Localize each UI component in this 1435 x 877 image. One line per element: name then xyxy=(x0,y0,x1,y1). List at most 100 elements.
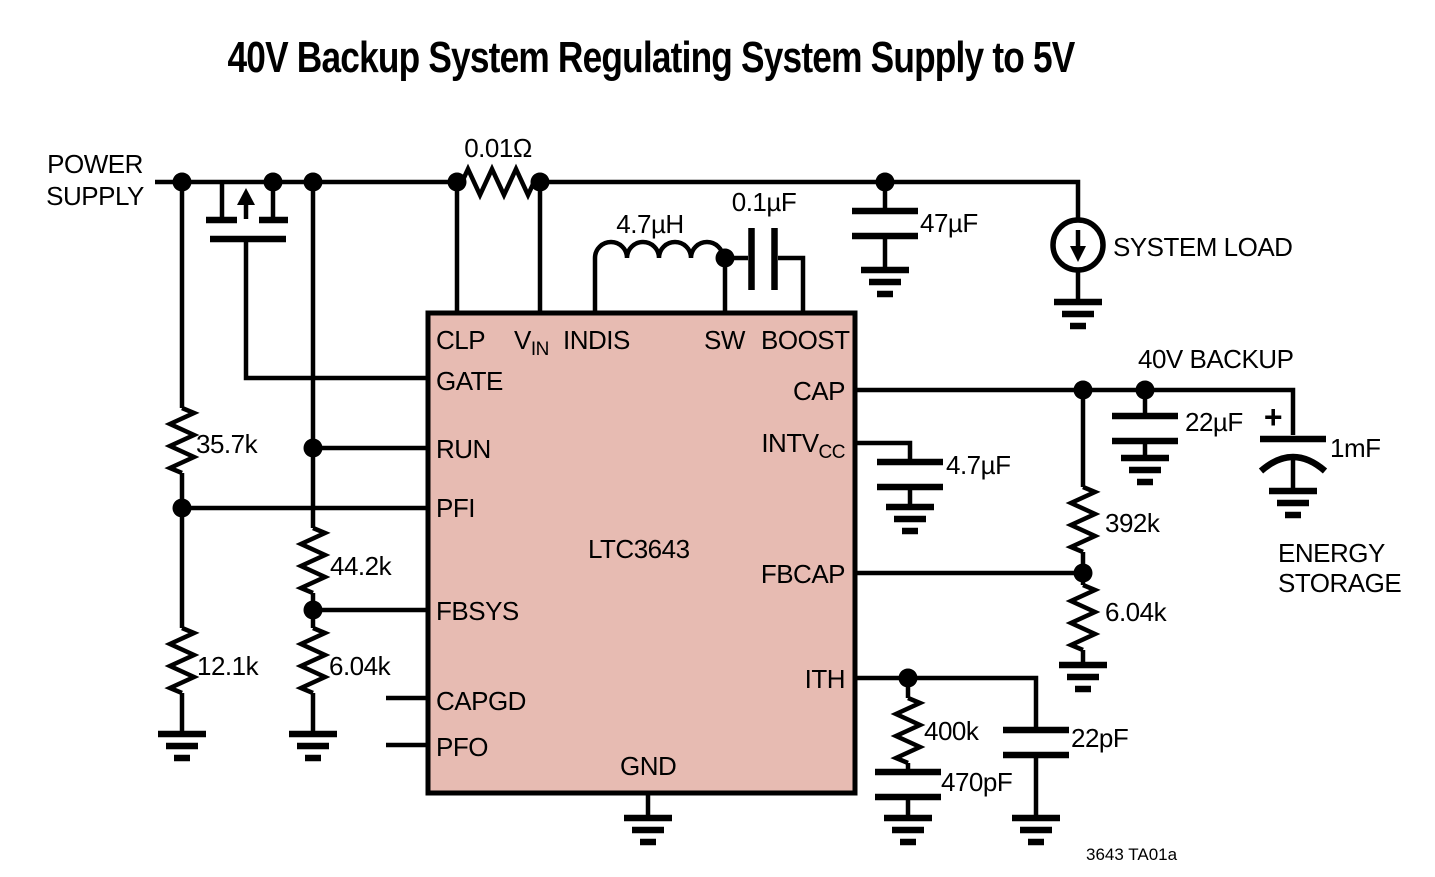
ground-ith-cap xyxy=(1012,818,1060,842)
resistor-6k04-right-zigzag xyxy=(1071,585,1095,650)
ic-pin-ith: ITH xyxy=(805,664,845,694)
resistor-35k7: 35.7k xyxy=(170,408,259,473)
backup-cap-label: 22µF xyxy=(1185,407,1243,437)
ic-pin-pfi: PFI xyxy=(436,493,475,523)
inductor: 4.7µH xyxy=(592,209,726,261)
junction-dot xyxy=(715,248,735,268)
ic-pin-fbcap: FBCAP xyxy=(761,559,845,589)
wire-intvcc xyxy=(855,440,913,462)
sense-resistor: 0.01Ω xyxy=(459,133,537,201)
intvcc-cap-label: 4.7µF xyxy=(946,450,1011,480)
ic-pin-vin-main: V xyxy=(514,325,532,355)
backup-cap-symbol xyxy=(1112,416,1178,441)
fet-body-arrow-head xyxy=(237,188,255,205)
ground-fbsys-divider xyxy=(289,734,337,758)
junction-dot xyxy=(303,438,323,458)
resistor-12k1-label: 12.1k xyxy=(197,651,260,681)
figure-id: 3643 TA01a xyxy=(1086,845,1178,864)
resistor-6k04-right: 6.04k xyxy=(1071,585,1168,650)
resistor-44k2: 44.2k xyxy=(301,528,393,593)
ic-pin-sw: SW xyxy=(704,325,746,355)
resistor-400k: 400k xyxy=(896,698,980,763)
junction-dot xyxy=(1135,380,1155,400)
ground-intvcc-cap xyxy=(886,507,934,531)
junction-dot xyxy=(172,498,192,518)
ic-pin-vin: VIN xyxy=(514,325,549,360)
boost-cap-label: 0.1µF xyxy=(732,187,797,217)
junction-dot xyxy=(172,172,192,192)
resistor-400k-zigzag xyxy=(896,698,920,763)
ground-system-cap xyxy=(861,270,909,294)
resistor-12k1: 12.1k xyxy=(170,628,260,693)
ith-cap-470p-symbol xyxy=(875,772,941,797)
intvcc-cap-symbol xyxy=(877,462,943,487)
ic-pin-cap: CAP xyxy=(793,376,845,406)
ic-pin-run: RUN xyxy=(436,434,491,464)
ic-pin-capgd: CAPGD xyxy=(436,686,526,716)
ic-pin-vin-sub: IN xyxy=(531,339,549,360)
system-cap-label: 47µF xyxy=(920,208,978,238)
energy-storage-line1: ENERGY xyxy=(1278,538,1385,568)
system-cap-symbol xyxy=(852,211,918,236)
junction-dot xyxy=(1073,380,1093,400)
resistor-6k04-left: 6.04k xyxy=(301,628,392,693)
resistor-6k04-right-label: 6.04k xyxy=(1105,597,1168,627)
ic-name: LTC3643 xyxy=(588,534,690,564)
sense-resistor-zigzag xyxy=(459,163,537,201)
ic-pin-fbsys: FBSYS xyxy=(436,596,519,626)
power-supply-line1: POWER xyxy=(47,149,143,179)
wires xyxy=(155,179,1296,818)
junction-dot xyxy=(898,668,918,688)
resistor-35k7-label: 35.7k xyxy=(196,429,259,459)
ic-ltc3643: CLP VIN INDIS SW BOOST GATE RUN PFI FBSY… xyxy=(425,310,858,796)
backup-rail-label: 40V BACKUP xyxy=(1138,344,1293,374)
ic-pin-pfo: PFO xyxy=(436,732,488,762)
ic-pin-gate: GATE xyxy=(436,366,503,396)
junction-dot xyxy=(1073,563,1093,583)
resistor-392k-label: 392k xyxy=(1105,508,1161,538)
ic-pin-clp: CLP xyxy=(436,325,485,355)
junction-dot xyxy=(875,172,895,192)
ground-storage-cap xyxy=(1269,491,1317,515)
storage-cap: + 1mF xyxy=(1258,399,1381,474)
resistor-44k2-zigzag xyxy=(301,528,325,593)
inductor-label: 4.7µH xyxy=(616,209,683,239)
wire-gate xyxy=(243,240,428,381)
ic-body xyxy=(425,310,858,796)
ith-cap-470p: 470pF xyxy=(875,767,1013,797)
storage-cap-label: 1mF xyxy=(1330,433,1381,463)
resistor-12k1-zigzag xyxy=(170,628,194,693)
energy-storage-label: ENERGY STORAGE xyxy=(1278,538,1402,598)
resistor-35k7-zigzag xyxy=(170,408,194,473)
schematic-title: 40V Backup System Regulating System Supp… xyxy=(228,33,1076,82)
resistor-400k-label: 400k xyxy=(924,716,980,746)
boost-cap: 0.1µF xyxy=(732,187,797,290)
storage-cap-plate-curved xyxy=(1258,453,1328,474)
system-load-label: SYSTEM LOAD xyxy=(1113,232,1292,262)
system-cap: 47µF xyxy=(852,208,978,238)
power-supply-label: POWER SUPPLY xyxy=(46,149,144,211)
ic-pin-gnd: GND xyxy=(620,751,676,781)
ic-pin-indis: INDIS xyxy=(563,325,630,355)
sense-resistor-label: 0.01Ω xyxy=(464,133,532,163)
ith-cap-22p-label: 22pF xyxy=(1071,723,1128,753)
junction-dot xyxy=(303,600,323,620)
storage-cap-plus: + xyxy=(1264,399,1282,435)
power-supply-line2: SUPPLY xyxy=(46,181,144,211)
ith-cap-22p: 22pF xyxy=(1003,723,1129,755)
current-source-arrow-head xyxy=(1070,246,1086,262)
ground-fbcap-divider xyxy=(1059,665,1107,689)
backup-cap: 22µF xyxy=(1112,407,1243,441)
junction-dot xyxy=(447,172,467,192)
junction-dot xyxy=(530,172,550,192)
resistor-6k04-left-zigzag xyxy=(301,628,325,693)
ith-cap-22p-symbol xyxy=(1003,730,1069,755)
ground-backup-cap xyxy=(1121,458,1169,482)
resistor-392k: 392k xyxy=(1071,487,1161,552)
junction-dot xyxy=(303,172,323,192)
resistor-392k-zigzag xyxy=(1071,487,1095,552)
ith-cap-470p-label: 470pF xyxy=(941,767,1012,797)
ic-pin-intvcc-sub: CC xyxy=(819,442,845,463)
